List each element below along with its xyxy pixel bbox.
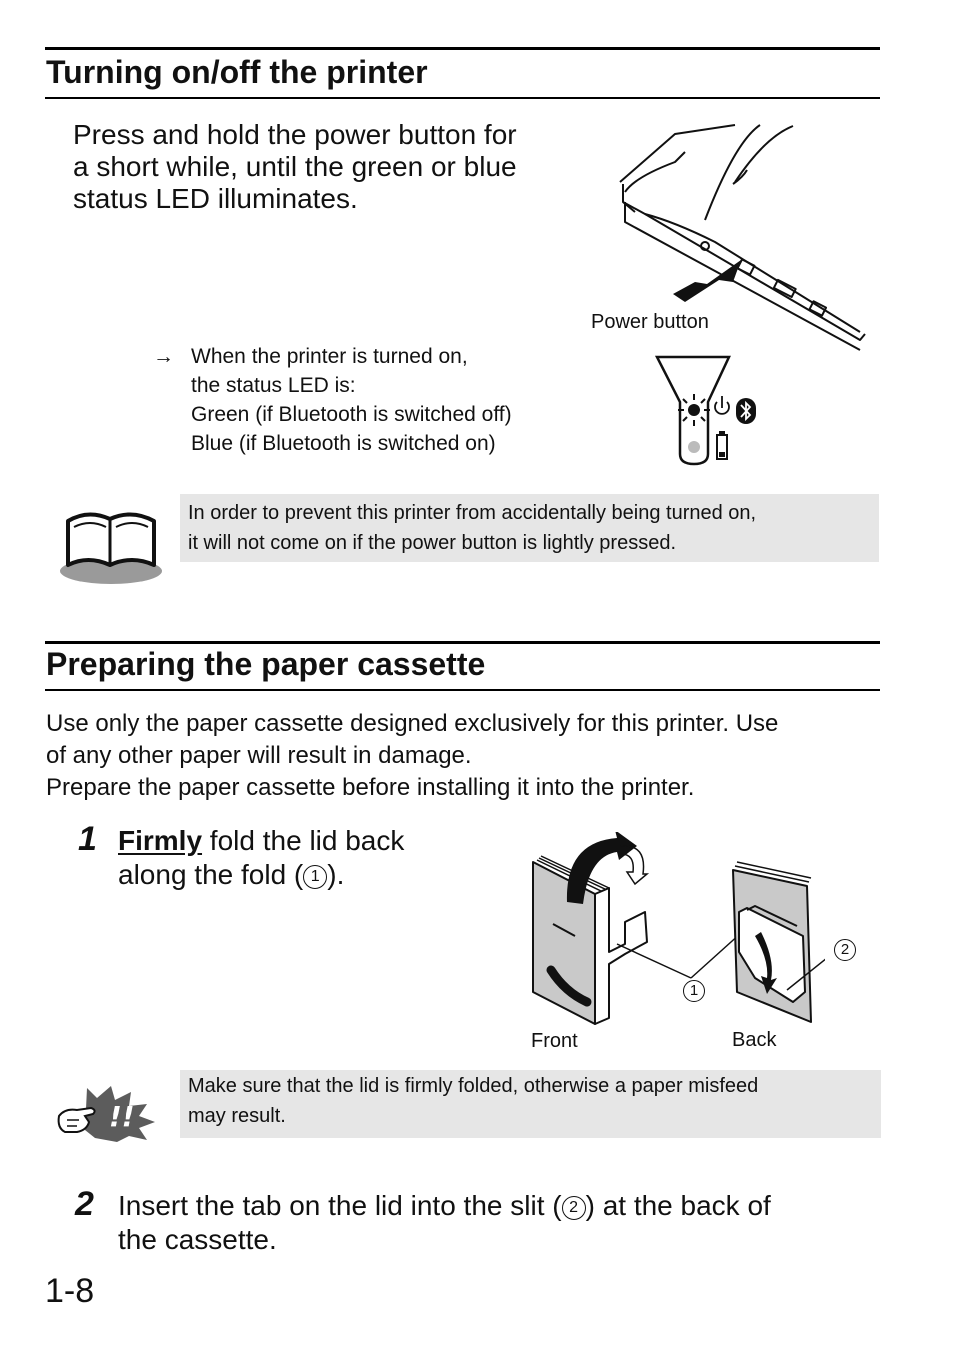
power-button-label: Power button [591,311,709,333]
section-top-rule [45,47,880,50]
caution-box: Make sure that the lid is firmly folded,… [180,1070,881,1138]
bluetooth-icon [736,398,756,424]
step2-text-a: Insert the tab on the lid into the slit … [118,1190,562,1221]
front-label: Front [531,1030,578,1052]
step-number: 1 [78,820,97,858]
caution-line: Make sure that the lid is firmly folded,… [188,1075,759,1097]
step2-text: Insert the tab on the lid into the slit … [118,1189,898,1257]
section-top-rule [45,641,880,644]
note-line: In order to prevent this printer from ac… [188,502,757,524]
cassette-illustration [532,832,825,1025]
section-bottom-rule [45,689,880,691]
led-status-description: When the printer is turned on, the statu… [191,342,591,458]
step1-text-a: fold the lid back [202,825,405,856]
caution-hand-icon: !! [57,1086,155,1142]
marker-one: 1 [683,980,705,1002]
intro-line: Prepare the paper cassette before instal… [46,774,695,801]
svg-text:!!: !! [109,1100,135,1133]
section-title-power: Turning on/off the printer [46,54,428,90]
result-line: When the printer is turned on, [191,345,468,368]
caution-line: may result. [188,1105,286,1127]
power-intro: Press and hold the power button for a sh… [73,119,593,215]
book-icon [60,512,162,584]
led-lit-icon [678,394,710,426]
step2-text-b: ) at the back of [585,1190,771,1221]
step1-text-c: ). [327,859,345,890]
step1-text-b: along the fold ( [118,859,304,890]
back-label: Back [732,1029,777,1051]
insert-arrow-icon [755,932,777,994]
note-line: it will not come on if the power button … [188,532,677,554]
slit-marker: 2 [561,1196,586,1220]
note-box-power: In order to prevent this printer from ac… [180,494,879,562]
intro-line: Press and hold the power button for [73,119,517,150]
step1-emphasis: Firmly [118,825,203,856]
fold-marker: 1 [303,865,328,889]
fold-arrow-icon [566,832,637,904]
pointer-arrow-icon [673,260,741,302]
battery-icon [716,431,728,460]
printer-illustration [619,124,866,351]
intro-line: of any other paper will result in damage… [46,742,472,769]
led-panel-illustration [654,355,756,466]
led-off-icon [688,441,700,453]
marker-two: 2 [834,939,856,961]
intro-line: a short while, until the green or blue [73,151,517,182]
result-line: Blue (if Bluetooth is switched on) [191,432,496,455]
page-number: 1-8 [45,1272,95,1310]
power-icon [714,396,730,415]
section-bottom-rule [45,97,880,99]
section-title-cassette: Preparing the paper cassette [46,646,486,682]
step1-text: Firmly fold the lid back along the fold … [118,824,478,892]
result-line: the status LED is: [191,374,356,397]
step2-line2: the cassette. [118,1224,277,1255]
cassette-intro: Use only the paper cassette designed exc… [46,708,886,804]
intro-line: status LED illuminates. [73,183,358,214]
result-line: Green (if Bluetooth is switched off) [191,403,512,426]
intro-line: Use only the paper cassette designed exc… [46,710,779,737]
arrow-icon: → [153,345,174,368]
step-number: 2 [75,1185,94,1223]
